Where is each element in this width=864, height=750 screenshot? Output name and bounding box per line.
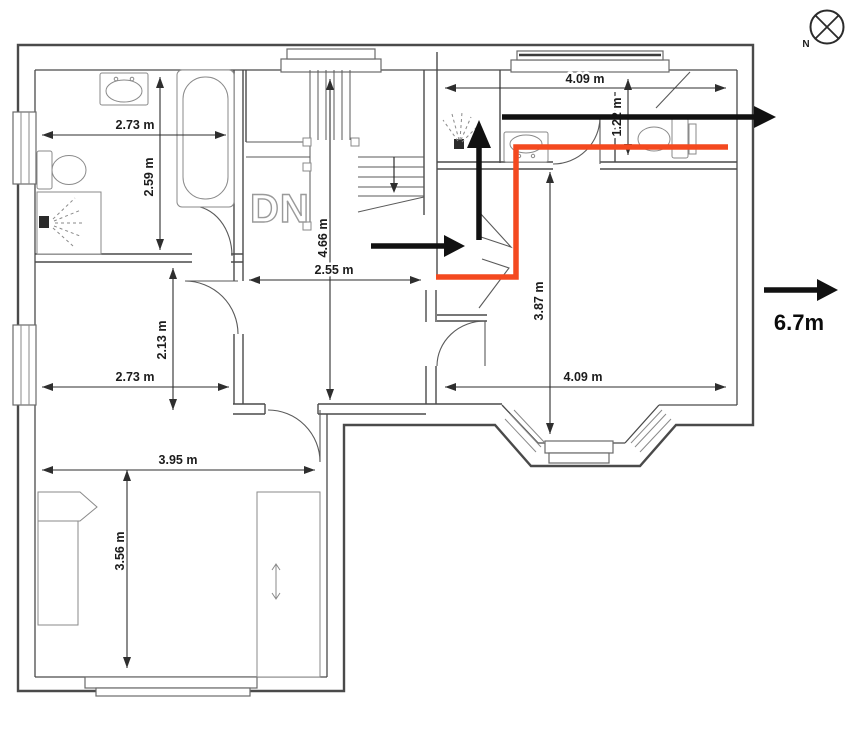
stairs-down-label: DN (250, 187, 310, 231)
arrow-right-center-icon (371, 235, 465, 257)
arrow-up-icon (467, 120, 491, 240)
shower-icon (36, 191, 102, 255)
cabinet-icon (256, 491, 321, 678)
top-window-left (280, 58, 382, 73)
top-window-right (510, 59, 670, 73)
arrow-right-top-icon (502, 106, 776, 128)
interior-walls (35, 52, 737, 415)
bottom-window (84, 676, 258, 689)
dimension-lines (42, 77, 726, 668)
windows (12, 48, 672, 697)
dim-middle-room-width: 2.73 m (116, 370, 155, 384)
dim-lower-bedroom-depth: 3.56 m (113, 532, 127, 571)
dim-bathroom-depth: 2.59 m (142, 158, 156, 197)
dim-middle-room-depth: 2.13 m (155, 321, 169, 360)
dim-bathroom-width: 2.73 m (116, 118, 155, 132)
wardrobe-icon (37, 491, 98, 626)
staircase: DN (246, 70, 425, 232)
dim-master-depth: 3.87 m (532, 282, 546, 321)
bathtub-icon (176, 69, 235, 208)
bay-window (504, 409, 672, 464)
wc-toilet-icon (637, 117, 697, 159)
route-path (436, 144, 728, 280)
dimension-labels: 2.73 m 2.59 m 2.13 m 2.73 m 3.95 m 3.56 … (111, 70, 627, 573)
exit-distance-label: 6.7m (774, 310, 824, 335)
upper-shower-icon (442, 111, 478, 149)
stair-down-arrow-icon (390, 183, 398, 193)
sink-icon (99, 72, 149, 106)
dim-lower-bedroom-width: 3.95 m (159, 453, 198, 467)
toilet-icon (36, 150, 87, 190)
left-window-room (12, 324, 37, 406)
direction-arrows: 6.7m (371, 106, 838, 335)
arrow-right-exit-icon: 6.7m (764, 279, 838, 335)
dim-master-width: 4.09 m (564, 370, 603, 384)
dim-hallway-length: 4.66 m (316, 219, 330, 258)
compass-icon: N (802, 9, 845, 50)
left-window-bathroom (12, 111, 37, 185)
north-label: N (802, 39, 809, 50)
dim-upper-landing-width: 4.09 m (566, 72, 605, 86)
dim-hallway-width: 2.55 m (315, 263, 354, 277)
